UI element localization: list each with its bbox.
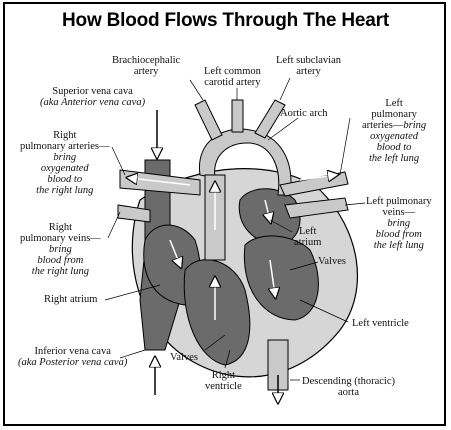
label-line: bring xyxy=(20,244,101,255)
label-line: aorta xyxy=(302,387,395,398)
label-line: (aka Anterior vena cava) xyxy=(40,97,145,108)
label-line: Descending (thoracic) xyxy=(302,376,395,387)
label-line: atrium xyxy=(294,237,321,248)
label-left-pulmonary-veins: Left pulmonary veins— bring blood from t… xyxy=(366,196,432,251)
label-line: pulmonary arteries— xyxy=(20,141,110,152)
left-subclavian-shape xyxy=(255,100,285,138)
label-line: bring xyxy=(366,218,432,229)
label-line: carotid artery xyxy=(204,77,261,88)
label-line: blood to xyxy=(20,174,110,185)
brachiocephalic-shape xyxy=(195,100,222,140)
label-line: Brachiocephalic xyxy=(112,55,180,66)
label-line: (aka Posterior vena cava) xyxy=(18,357,127,368)
label-line: blood from xyxy=(366,229,432,240)
label-line: pulmonary xyxy=(362,109,426,120)
label-line: veins— xyxy=(366,207,432,218)
label-line: Left subclavian xyxy=(276,55,341,66)
label-aortic-arch: Aortic arch xyxy=(280,108,328,119)
label-line: the right lung xyxy=(20,185,110,196)
label-line: arteries—bring xyxy=(362,120,426,131)
label-left-common-carotid: Left common carotid artery xyxy=(204,66,261,88)
label-left-subclavian-artery: Left subclavian artery xyxy=(276,55,341,77)
label-left-atrium: Left atrium xyxy=(294,226,321,248)
label-line: Left xyxy=(362,98,426,109)
label-line: the left lung xyxy=(362,153,426,164)
label-line: artery xyxy=(276,66,341,77)
label-line: blood from xyxy=(20,255,101,266)
label-line: artery xyxy=(112,66,180,77)
label-line: Inferior vena cava xyxy=(18,346,127,357)
label-line: oxygenated xyxy=(362,131,426,142)
label-left-ventricle: Left ventricle xyxy=(352,318,409,329)
label-line: the left lung xyxy=(366,240,432,251)
label-line: Right xyxy=(205,370,242,381)
label-right-pulmonary-veins: Right pulmonary veins— bring blood from … xyxy=(20,222,101,277)
label-line: the right lung xyxy=(20,266,101,277)
label-valves-upper: Valves xyxy=(318,256,346,267)
label-superior-vena-cava: Superior vena cava (aka Anterior vena ca… xyxy=(40,86,145,108)
label-line: pulmonary veins— xyxy=(20,233,101,244)
label-line: bring xyxy=(20,152,110,163)
label-brachiocephalic-artery: Brachiocephalic artery xyxy=(112,55,180,77)
label-line: Left pulmonary xyxy=(366,196,432,207)
label-line: Left common xyxy=(204,66,261,77)
label-left-pulmonary-arteries: Left pulmonary arteries—bring oxygenated… xyxy=(362,98,426,164)
left-carotid-shape xyxy=(232,100,243,132)
label-line: Right xyxy=(20,222,101,233)
label-valves-lower: Valves xyxy=(170,352,198,363)
label-inferior-vena-cava: Inferior vena cava (aka Posterior vena c… xyxy=(18,346,127,368)
label-line: oxygenated xyxy=(20,163,110,174)
label-right-atrium: Right atrium xyxy=(44,294,97,305)
label-descending-aorta: Descending (thoracic) aorta xyxy=(302,376,395,398)
label-line: Left xyxy=(294,226,321,237)
label-right-ventricle: Right ventricle xyxy=(205,370,242,392)
label-line: Right xyxy=(20,130,110,141)
label-line: Superior vena cava xyxy=(40,86,145,97)
label-line: blood to xyxy=(362,142,426,153)
label-line: ventricle xyxy=(205,381,242,392)
label-right-pulmonary-arteries: Right pulmonary arteries— bring oxygenat… xyxy=(20,130,110,196)
